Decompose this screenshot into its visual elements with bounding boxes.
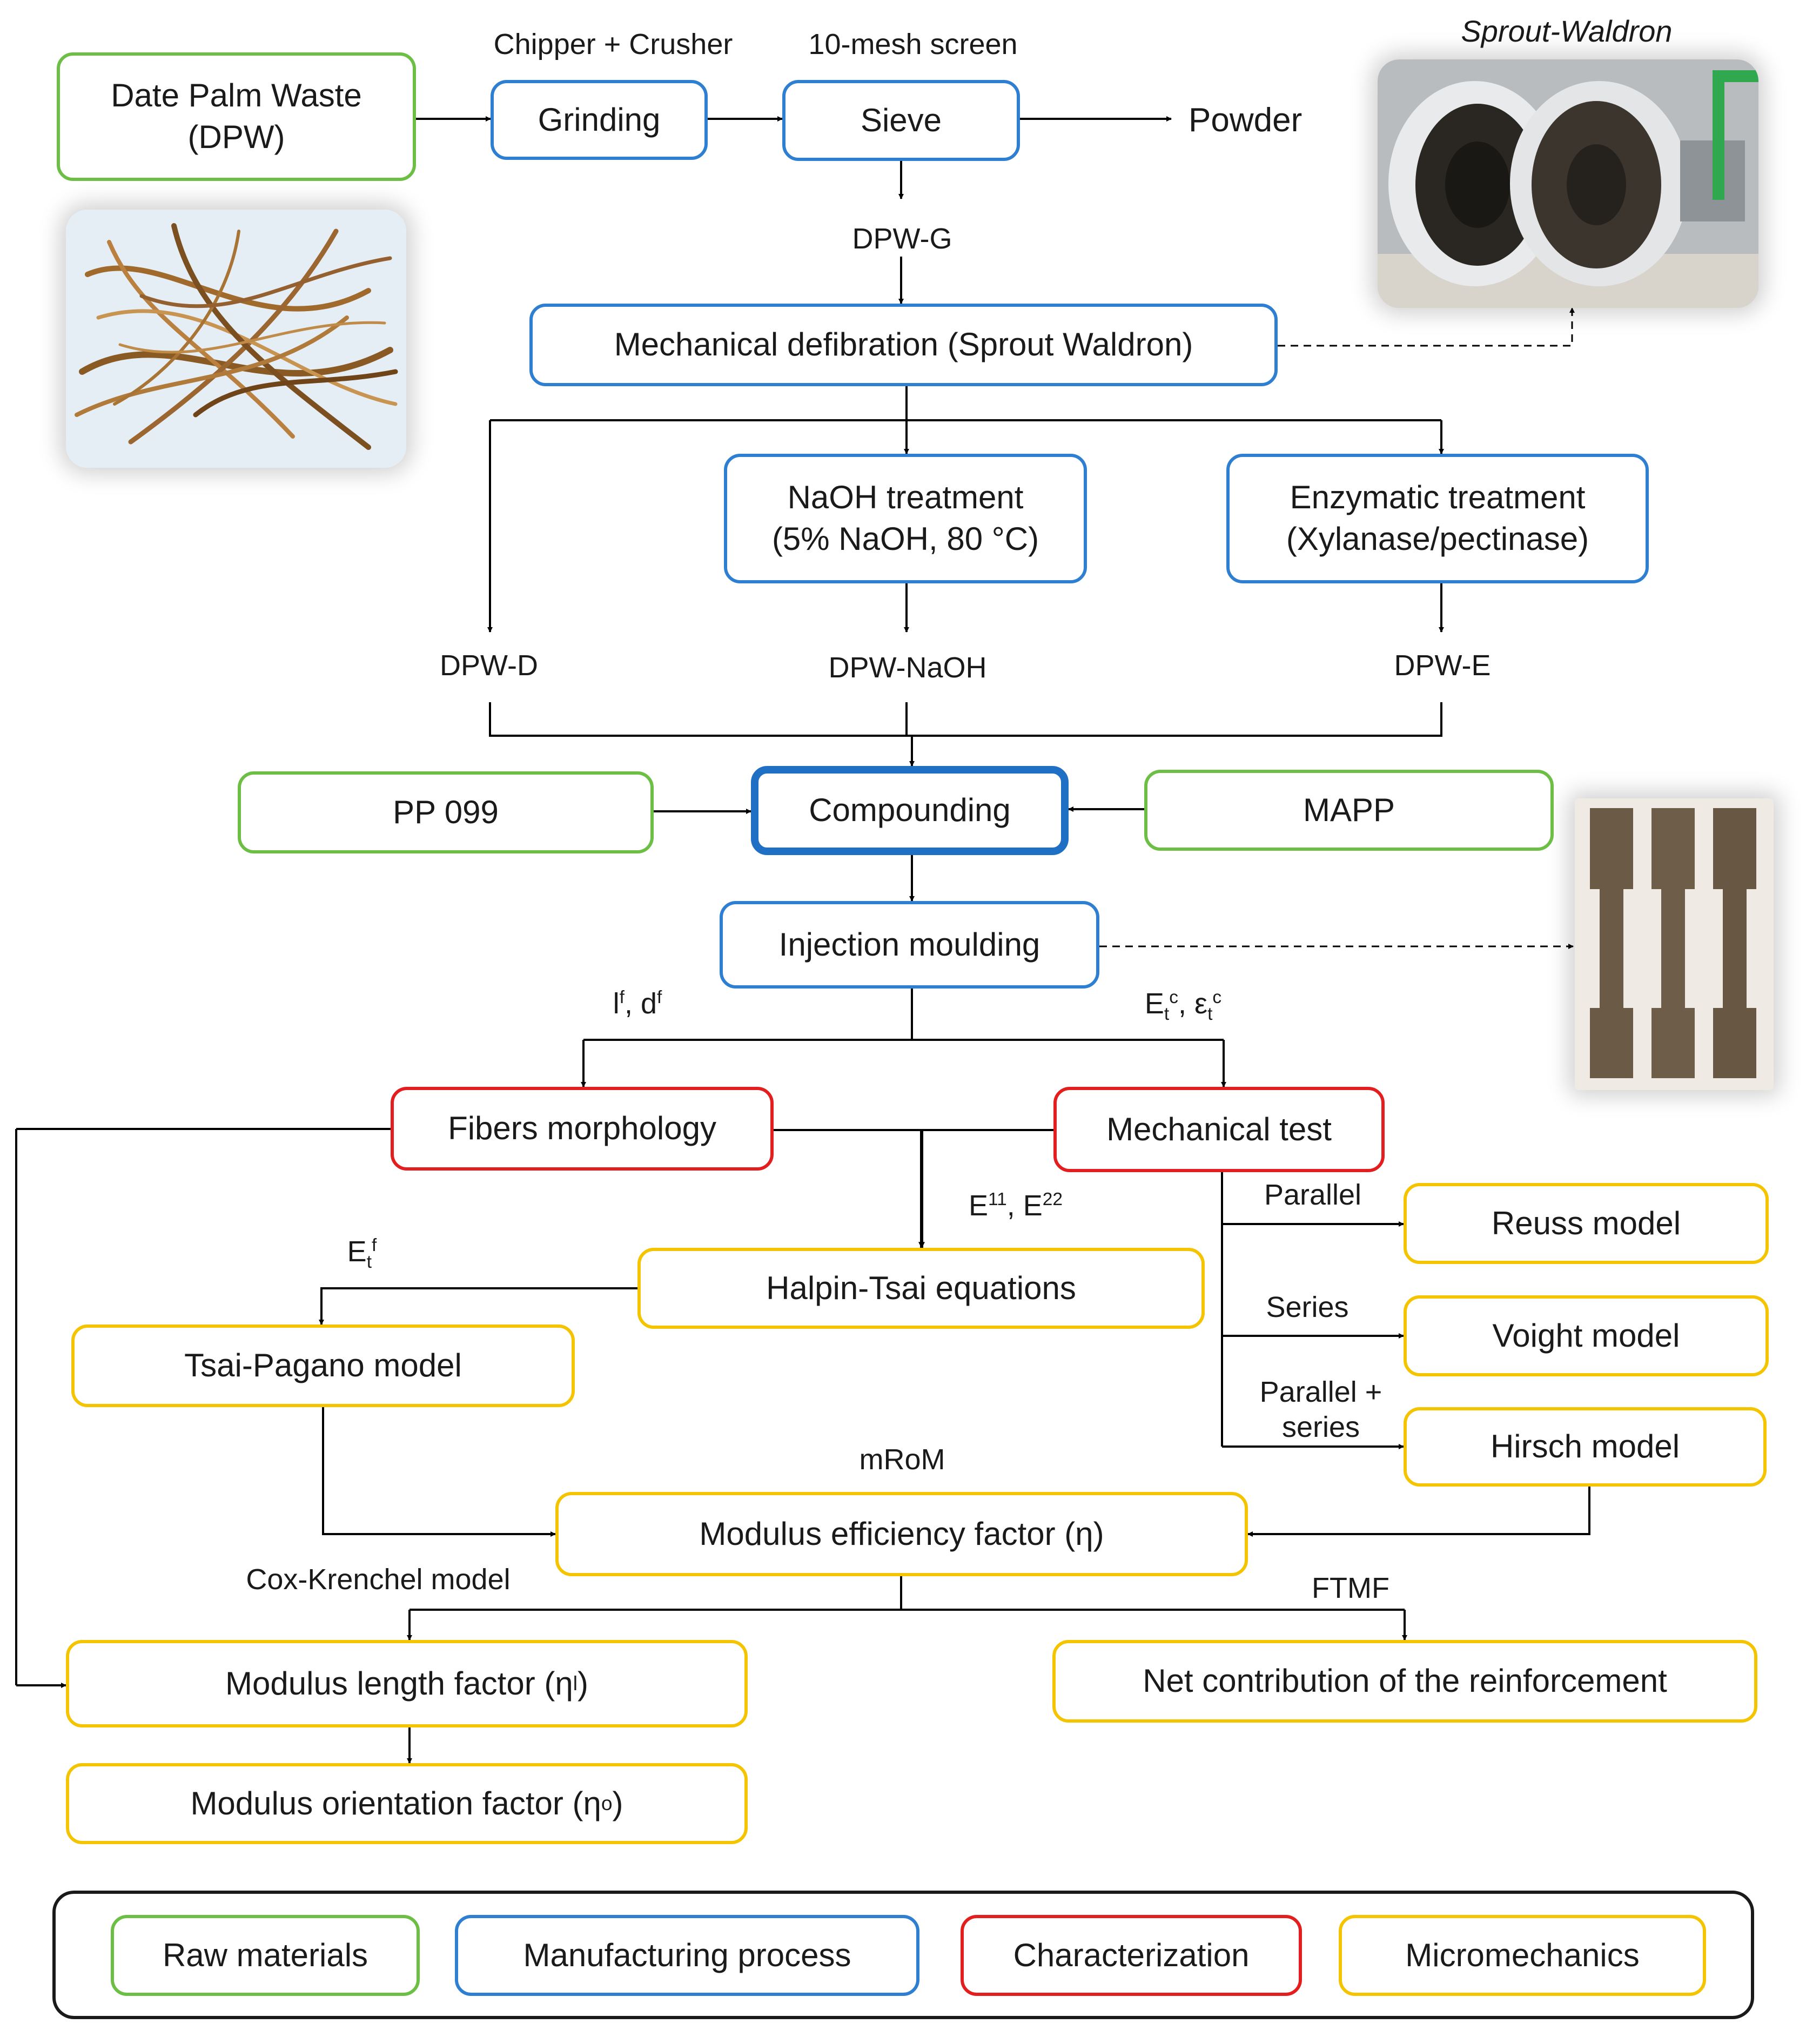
legend [52, 1891, 1754, 2019]
label-series: Series [1266, 1291, 1349, 1323]
label-parallel-series: Parallel + series [1259, 1376, 1382, 1443]
box-fibers-morphology: Fibers morphology [391, 1087, 774, 1171]
label-parallel: Parallel [1264, 1179, 1362, 1211]
box-modulus-efficiency: Modulus efficiency factor (η) [555, 1492, 1248, 1576]
label-sprout-caption: Sprout-Waldron [1461, 14, 1673, 48]
arrow-halpin-tsai [319, 1287, 637, 1325]
box-enzymatic-treatment: Enzymatic treatment (Xylanase/pectinase) [1226, 454, 1649, 583]
box-date-palm-waste: Date Palm Waste (DPW) [57, 52, 416, 181]
label-dpw-d: DPW-D [440, 649, 538, 682]
box-hirsch-model: Hirsch model [1404, 1407, 1767, 1487]
box-compounding: Compounding [751, 766, 1069, 855]
dashed-defib-photo [1278, 307, 1575, 347]
label-dpw-e: DPW-E [1394, 649, 1491, 682]
label-powder: Powder [1189, 102, 1303, 139]
label-chipper: Chipper + Crusher [493, 28, 733, 60]
label-lf-df: lf, df [613, 987, 662, 1020]
sprout-waldron-photo [1378, 59, 1758, 308]
specimens-photo [1575, 798, 1774, 1090]
legend-characterization: Characterization [961, 1915, 1302, 1996]
box-tsai-pagano: Tsai-Pagano model [71, 1324, 575, 1407]
label-etf: Etf [347, 1235, 377, 1272]
line-merge [489, 702, 1442, 737]
label-cox-krenchel: Cox-Krenchel model [246, 1563, 511, 1596]
dpw-fibers-photo [66, 210, 406, 468]
legend-manufacturing-process: Manufacturing process [455, 1915, 919, 1996]
label-ftmf: FTMF [1312, 1572, 1389, 1604]
label-dpw-g: DPW-G [852, 223, 952, 255]
arrow-hirsch-efficiency [1247, 1487, 1590, 1537]
label-dpw-naoh: DPW-NaOH [828, 651, 987, 684]
box-halpin-tsai: Halpin-Tsai equations [637, 1248, 1205, 1329]
box-mapp: MAPP [1144, 770, 1554, 851]
arrow-tsai-efficiency [322, 1407, 556, 1537]
legend-raw-materials: Raw materials [111, 1915, 420, 1996]
box-pp-099: PP 099 [238, 771, 654, 853]
box-naoh-treatment: NaOH treatment (5% NaOH, 80 °C) [724, 454, 1087, 583]
box-grinding: Grinding [491, 80, 708, 160]
box-net-contribution: Net contribution of the reinforcement [1052, 1640, 1757, 1723]
box-injection-moulding: Injection moulding [720, 901, 1099, 989]
box-mechanical-test: Mechanical test [1053, 1087, 1385, 1172]
box-mechanical-defibration: Mechanical defibration (Sprout Waldron) [529, 304, 1278, 386]
box-sieve: Sieve [782, 80, 1020, 161]
label-e11-e22: E11, E22 [968, 1189, 1063, 1222]
label-etc-epstc: Etc, εtc [1144, 987, 1222, 1024]
label-mrom: mRoM [859, 1443, 945, 1476]
box-reuss-model: Reuss model [1404, 1183, 1769, 1264]
box-voight-model: Voight model [1404, 1295, 1769, 1376]
legend-micromechanics: Micromechanics [1339, 1915, 1706, 1996]
label-mesh: 10-mesh screen [808, 28, 1018, 60]
